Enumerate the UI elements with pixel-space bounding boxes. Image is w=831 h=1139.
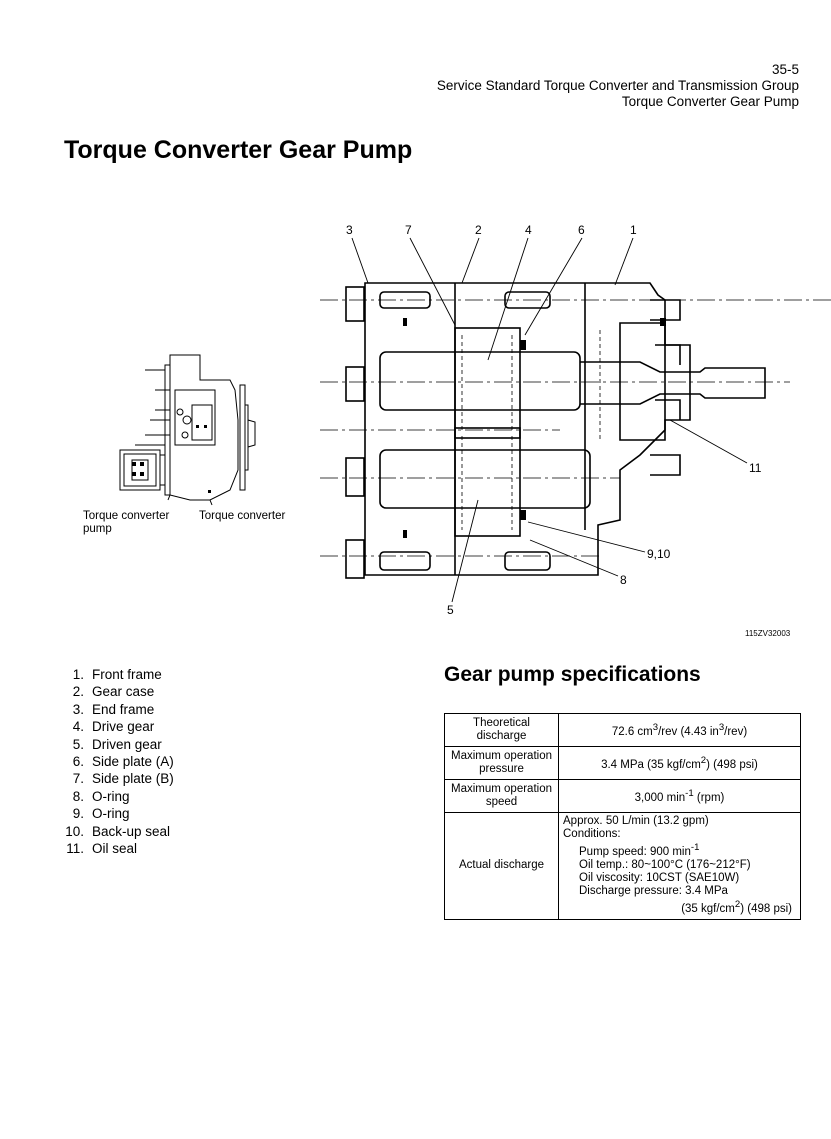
callout-4: 4 [525,223,532,237]
table-row: Actual discharge Approx. 50 L/min (13.2 … [444,812,801,920]
gear-pump-cross-section: 3 7 2 4 6 1 11 9,10 8 5 [320,223,831,617]
caption-pump: Torque converter pump [83,510,170,535]
callout-11: 11 [749,461,762,475]
spec-value-max-speed: 3,000 min-1 (rpm) [558,779,801,813]
callout-1: 1 [630,223,637,237]
list-item: 11.Oil seal [66,840,138,856]
callout-6: 6 [578,223,585,237]
list-item: 5.Driven gear [72,736,162,752]
list-item: 2.Gear case [72,684,155,700]
callout-5: 5 [447,603,454,617]
spec-value-actual: Approx. 50 L/min (13.2 gpm) Conditions: … [558,812,801,920]
callout-labels: 3 7 2 4 6 1 11 9,10 8 5 [346,223,762,617]
callout-9-10: 9,10 [647,547,671,561]
spec-value-max-pressure: 3.4 MPa (35 kgf/cm2) (498 psi) [558,746,801,780]
spec-label-actual: Actual discharge [444,812,559,920]
parts-list: 1.Front frame 2.Gear case 3.End frame 4.… [64,666,174,857]
overview-sketch [119,354,256,506]
page-title: Torque Converter Gear Pump [64,136,413,164]
list-item: 9.O-ring [72,806,130,822]
list-item: 4.Drive gear [72,719,155,735]
subsection-title: Torque Converter Gear Pump [621,94,799,109]
section-title: Service Standard Torque Converter and Tr… [436,78,799,93]
list-item: 3.End frame [72,701,155,717]
callout-2: 2 [475,223,482,237]
list-item: 7.Side plate (B) [72,771,174,787]
list-item: 1.Front frame [72,667,162,682]
list-item: 8.O-ring [72,788,130,804]
specs-heading: Gear pump specifications [444,663,701,686]
spec-value-theoretical: 72.6 cm3/rev (4.43 in3/rev) [558,713,801,747]
list-item: 10.Back-up seal [65,823,171,839]
callout-7: 7 [405,223,412,237]
callout-3: 3 [346,223,353,237]
caption-converter: Torque converter [199,510,286,522]
figure-reference-code: 115ZV32003 [745,629,791,638]
page-number: 35-5 [771,62,799,77]
page-header: 35-5 Service Standard Torque Converter a… [437,62,799,110]
list-item: 6.Side plate (A) [72,753,174,769]
callout-8: 8 [620,573,627,587]
